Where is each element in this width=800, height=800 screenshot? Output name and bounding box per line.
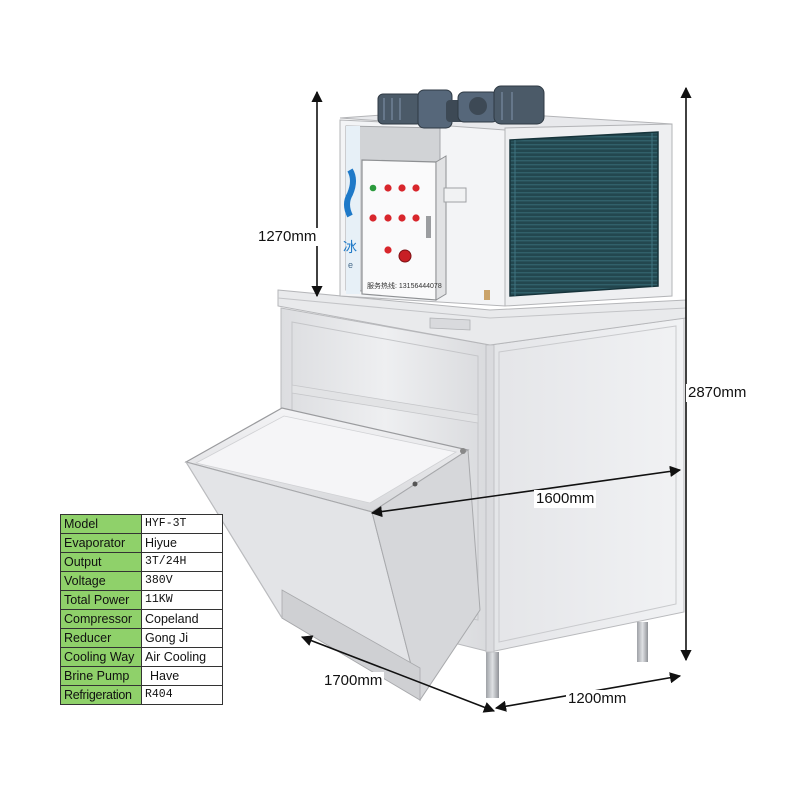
dim-label-width: 1200mm <box>566 690 629 708</box>
spec-label: Compressor <box>60 609 142 629</box>
spec-value: 3T/24H <box>141 552 223 572</box>
panel-buttons <box>369 184 420 263</box>
control-panel <box>361 159 437 301</box>
spec-label: Output <box>60 552 142 572</box>
spec-label: Model <box>60 514 142 534</box>
spec-label: Refrigeration <box>60 685 142 705</box>
spec-value: 11KW <box>141 590 223 610</box>
spec-value: HYF-3T <box>141 514 223 534</box>
spec-value: Copeland <box>141 609 223 629</box>
spec-row: Compressor Copeland <box>60 609 223 629</box>
spec-label: Reducer <box>60 628 142 648</box>
spec-row: Total Power 11KW <box>60 590 223 610</box>
spec-table-body: Model HYF-3T Evaporator Hiyue Output 3T/… <box>60 514 223 705</box>
spec-value: 380V <box>141 571 223 591</box>
gear-motor-right <box>457 85 545 125</box>
spec-value: Have <box>141 666 223 686</box>
panel-service-label: 服务热线: 13156444078 <box>367 281 442 290</box>
dim-label-total-height: 2870mm <box>686 384 749 402</box>
dim-line-depth <box>370 465 682 518</box>
spec-value: Air Cooling <box>141 647 223 667</box>
spec-label: Evaporator <box>60 533 142 553</box>
dim-label-depth: 1600mm <box>534 490 597 508</box>
gear-motor-left <box>377 89 466 129</box>
spec-row: Model HYF-3T <box>60 514 223 534</box>
spec-row: Brine Pump Have <box>60 666 223 686</box>
spec-row: Reducer Gong Ji <box>60 628 223 648</box>
condenser-coil <box>509 131 659 297</box>
spec-row: Voltage 380V <box>60 571 223 591</box>
panel-brand-char: 冰 <box>343 240 357 256</box>
spec-label: Cooling Way <box>60 647 142 667</box>
spec-value: R404 <box>141 685 223 705</box>
leg-back-right <box>637 622 648 662</box>
spec-label: Voltage <box>60 571 142 591</box>
spec-label: Total Power <box>60 590 142 610</box>
spec-row: Evaporator Hiyue <box>60 533 223 553</box>
cabinet-side-face <box>489 317 685 653</box>
cabinet-side-inset <box>498 325 677 643</box>
leg-front-mid <box>486 652 499 698</box>
spec-value: Gong Ji <box>141 628 223 648</box>
spec-row: Output 3T/24H <box>60 552 223 572</box>
spec-label: Brine Pump <box>60 666 142 686</box>
spec-table: Model HYF-3T Evaporator Hiyue Output 3T/… <box>60 514 223 705</box>
cabinet-corner-post <box>485 344 495 653</box>
panel-brand-letter: e <box>348 260 353 270</box>
spec-value: Hiyue <box>141 533 223 553</box>
spec-row: Refrigeration R404 <box>60 685 223 705</box>
dim-label-top-height: 1270mm <box>256 228 319 246</box>
dim-label-length: 1700mm <box>322 672 385 690</box>
dim-line-length <box>300 635 496 713</box>
spec-row: Cooling Way Air Cooling <box>60 647 223 667</box>
